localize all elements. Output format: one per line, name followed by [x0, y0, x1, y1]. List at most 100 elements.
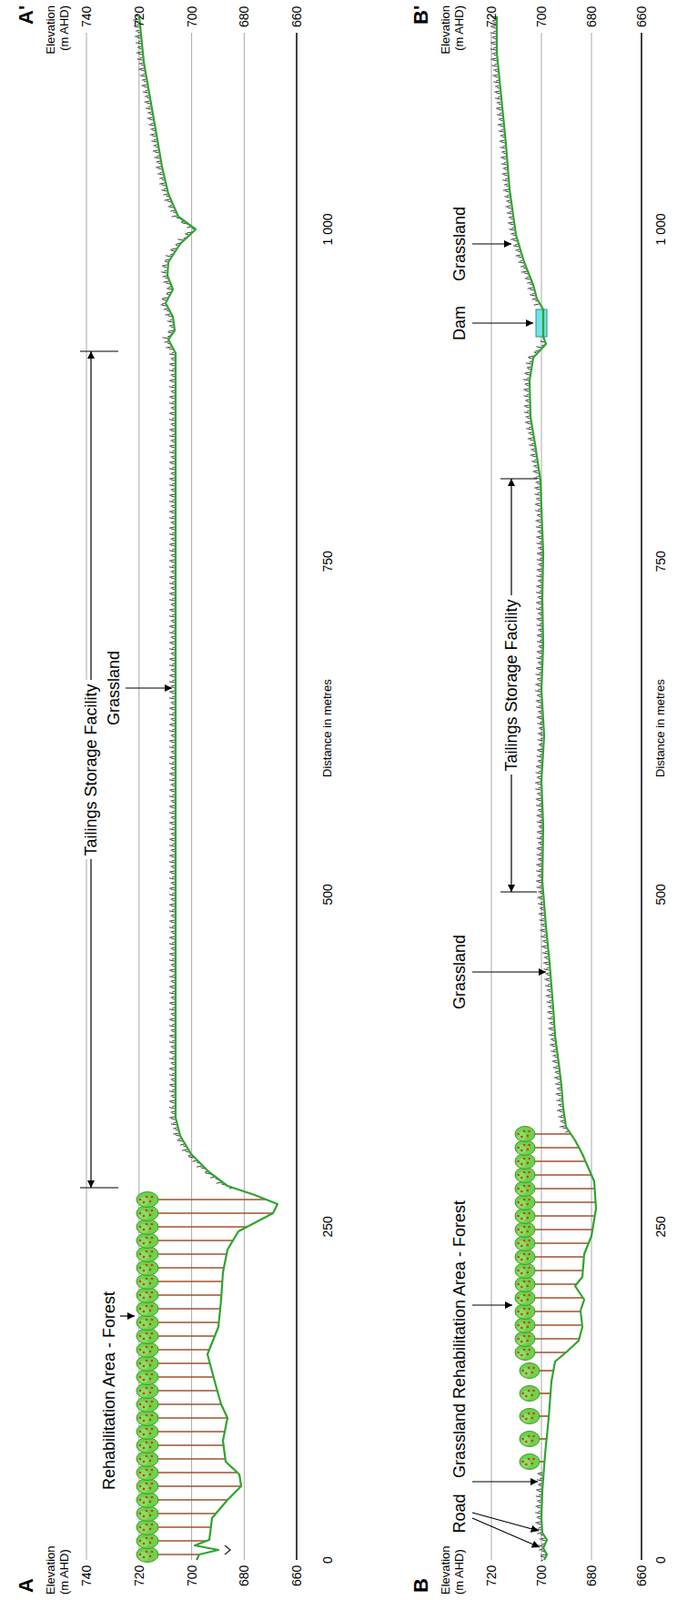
tree-symbol [136, 1205, 273, 1222]
tree-symbol [136, 1451, 226, 1467]
tree-symbol [136, 1355, 211, 1372]
elevation-tick: 680 [236, 1565, 252, 1587]
elevation-tick: 720 [484, 6, 499, 28]
tree-symbol [515, 1331, 580, 1347]
area-label: Grassland [450, 206, 470, 282]
elevation-tick: 720 [131, 1565, 147, 1587]
leader-lines [120, 243, 546, 1547]
section-letter: A [14, 1577, 38, 1593]
trees [136, 1126, 597, 1563]
grass-strokes [132, 15, 568, 1561]
tree-symbol [136, 1219, 248, 1235]
section-letter: A' [14, 5, 38, 25]
elevation-tick: 720 [484, 1565, 499, 1587]
distance-tick: 750 [320, 550, 335, 572]
grass-texture [132, 15, 568, 1561]
tree-symbol [515, 1317, 583, 1334]
distance-tick: 250 [653, 1215, 668, 1237]
axis-b [640, 32, 643, 1560]
tree-symbol [136, 1465, 238, 1481]
tree-symbol [515, 1153, 586, 1170]
elevation-tick: 660 [634, 6, 649, 28]
ground-profile-b [496, 16, 597, 1560]
tree-symbol [519, 1431, 547, 1447]
tree-symbol [515, 1222, 593, 1238]
tree-symbol [515, 1181, 596, 1197]
tree-symbol [515, 1194, 597, 1211]
tree-symbol [136, 1232, 233, 1249]
ground-profile-a [139, 16, 278, 1560]
feature-label: Road [450, 1493, 470, 1533]
tree-symbol [136, 1546, 200, 1563]
tree-symbol [136, 1314, 220, 1331]
elevation-tick: 720 [131, 6, 147, 28]
tree-symbol [136, 1383, 218, 1399]
tree-symbol [136, 1328, 215, 1344]
section-letter: B' [409, 5, 433, 25]
area-label: Grassland [104, 650, 124, 726]
distance-tick: 0 [320, 1556, 335, 1564]
tree-symbol [136, 1192, 267, 1208]
grid-a [86, 32, 244, 1560]
area-label: Grassland [450, 1403, 470, 1478]
elevation-tick: 700 [184, 6, 200, 28]
distance-tick: 500 [653, 883, 668, 905]
tree-symbol [515, 1208, 596, 1224]
distance-tick: 1 000 [653, 212, 668, 245]
elevation-tick: 660 [289, 6, 304, 28]
tree-symbol [136, 1424, 225, 1440]
elevation-tick: 700 [534, 1565, 549, 1587]
elevation-tick: 680 [584, 6, 599, 28]
axis-title: Distance in metres [321, 678, 335, 778]
tree-symbol [519, 1408, 549, 1425]
tree-symbol [136, 1410, 228, 1426]
axis-title: Elevation (m AHD) [43, 5, 71, 66]
tree-symbol [515, 1303, 581, 1320]
axis-title: Elevation (m AHD) [43, 1534, 71, 1595]
elevation-tick: 740 [79, 6, 94, 28]
elevation-tick: 740 [79, 1565, 94, 1587]
axis-title: Elevation (m AHD) [438, 1534, 466, 1595]
distance-tick: 1 000 [320, 212, 335, 245]
tree-symbol [136, 1519, 212, 1536]
tree-symbol [136, 1273, 223, 1290]
tree-symbol [515, 1263, 584, 1279]
tree-symbol [136, 1287, 222, 1304]
tree-symbol [515, 1167, 592, 1183]
tree-symbol [515, 1235, 589, 1252]
elevation-tick: 660 [634, 1565, 649, 1587]
tree-symbol [519, 1385, 551, 1402]
elevation-tick: 700 [534, 6, 549, 28]
tree-symbol [515, 1126, 571, 1142]
distance-tick: 0 [653, 1556, 668, 1564]
tree-symbol [136, 1437, 224, 1454]
tree-symbol [136, 1369, 214, 1385]
tree-symbol [136, 1260, 224, 1276]
chevron-symbol [224, 1545, 231, 1555]
tree-symbol [515, 1140, 579, 1156]
distance-tick: 500 [320, 883, 335, 905]
extent-brackets [80, 351, 537, 1188]
tree-symbol [136, 1246, 227, 1263]
extent-label: Tailings Storage Facility [81, 679, 102, 859]
section-letter: B [409, 1577, 433, 1593]
tree-symbol [515, 1276, 577, 1293]
axis-a [295, 32, 298, 1560]
area-label: Grassland [450, 934, 470, 1010]
tree-symbol [136, 1478, 242, 1495]
tree-symbol [136, 1342, 210, 1358]
elevation-tick: 660 [289, 1565, 304, 1587]
extent-label: Tailings Storage Facility [502, 595, 522, 775]
tree-symbol [519, 1454, 545, 1470]
feature-label: Dam [450, 305, 470, 341]
area-label: Rehabilitation Area - Forest [450, 1200, 470, 1399]
tree-symbol [136, 1396, 222, 1413]
tree-symbol [136, 1301, 221, 1317]
tree-symbol [136, 1492, 228, 1508]
elevation-tick: 680 [236, 6, 252, 28]
elevation-tick: 680 [584, 1565, 599, 1587]
tree-symbol [136, 1505, 216, 1522]
axis-title: Distance in metres [654, 678, 668, 778]
area-label: Rehabilitation Area - Forest [100, 1291, 120, 1490]
